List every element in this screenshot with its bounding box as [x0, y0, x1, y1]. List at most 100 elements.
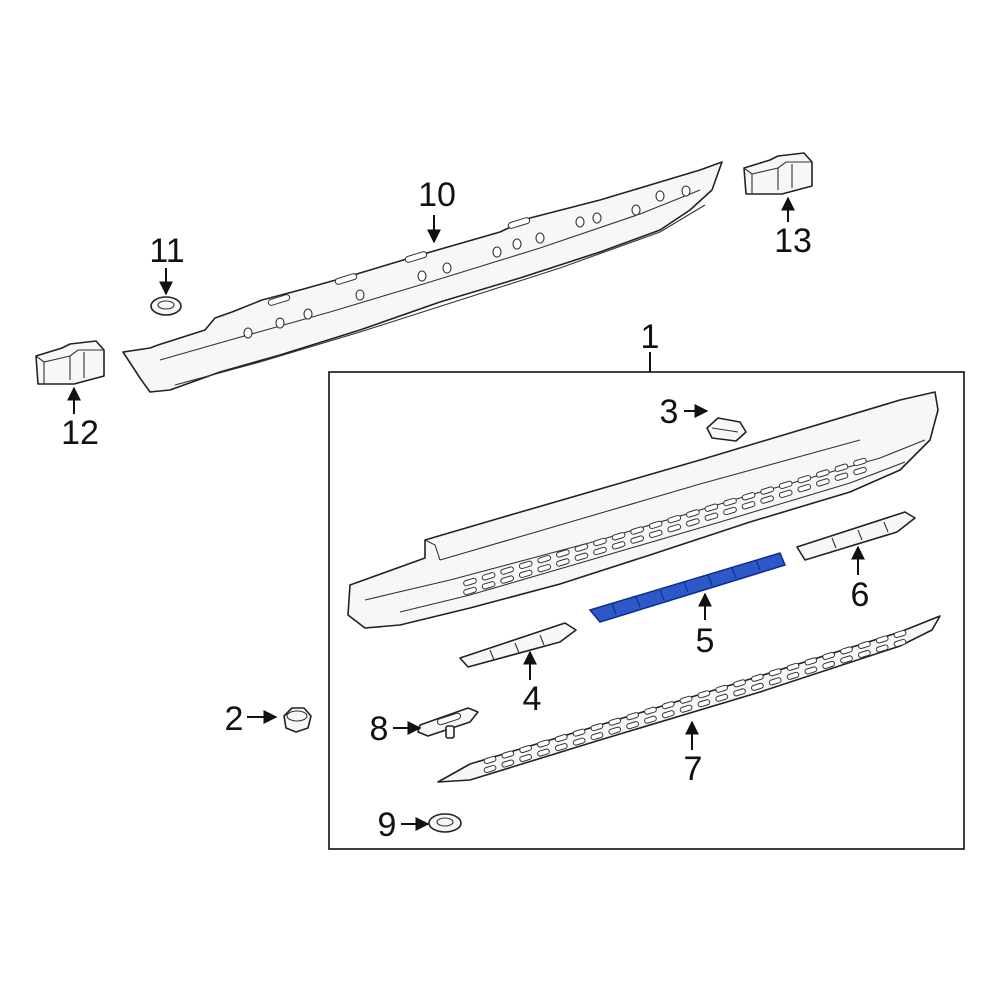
slot [630, 526, 644, 535]
callout-11: 11 [149, 232, 184, 270]
slot [804, 657, 818, 666]
part-2-nut[interactable] [283, 707, 312, 733]
slot [697, 690, 711, 699]
slot [760, 495, 774, 504]
slot [593, 546, 607, 556]
slot [630, 535, 644, 544]
callout-6: 6 [851, 576, 870, 614]
callout-12: 12 [61, 414, 99, 452]
slot [590, 723, 604, 732]
part-1-slot-pattern [463, 457, 867, 596]
slot [893, 629, 907, 639]
slot [593, 537, 607, 547]
slot [733, 679, 746, 688]
slot [875, 644, 889, 653]
part-3-cap[interactable] [706, 417, 747, 442]
slot [608, 726, 622, 735]
slot [483, 755, 497, 765]
slot [556, 558, 570, 567]
part-1-running-board[interactable] [347, 391, 939, 629]
slot [648, 529, 663, 539]
slot [501, 750, 515, 759]
part-5-step-pad[interactable] [588, 552, 787, 623]
slot [778, 480, 793, 490]
slot [686, 518, 700, 527]
part-9-grommet[interactable] [428, 813, 462, 833]
callout-5: 5 [696, 622, 715, 660]
part-10-rocker-bracket[interactable] [122, 161, 723, 393]
slot [537, 739, 550, 748]
part-10-slots [267, 217, 531, 306]
slot [481, 581, 496, 590]
slot [686, 509, 700, 518]
slot [804, 666, 818, 675]
part-12-clip[interactable] [35, 340, 105, 385]
slot [840, 655, 853, 664]
part-8-pin-clip[interactable] [417, 707, 479, 739]
part-10-holes [243, 185, 691, 339]
slot [778, 489, 793, 499]
slot [797, 474, 812, 484]
slot [853, 457, 867, 467]
slot [481, 572, 496, 581]
slot [463, 577, 477, 587]
slot [500, 575, 514, 584]
slot [816, 469, 830, 478]
callout-13: 13 [774, 222, 812, 260]
slot [853, 466, 867, 476]
slot [667, 523, 682, 533]
callout-4: 4 [523, 680, 542, 718]
callout-1: 1 [641, 318, 660, 356]
slot [741, 501, 756, 510]
slot [500, 566, 514, 575]
callout-9: 9 [378, 806, 397, 844]
slot [786, 662, 800, 671]
callout-3: 3 [660, 393, 679, 431]
slot [611, 541, 626, 550]
slot [554, 734, 568, 743]
part-13-clip[interactable] [743, 152, 813, 195]
slot [537, 748, 550, 757]
slot [733, 688, 746, 697]
slot [574, 552, 589, 561]
slot [644, 706, 657, 715]
slot [768, 677, 782, 686]
slot [715, 693, 729, 702]
callout-10: 10 [418, 176, 456, 214]
slot [554, 743, 568, 752]
slot [741, 492, 756, 501]
slot [786, 671, 800, 680]
callout-2: 2 [225, 700, 244, 738]
callout-8: 8 [370, 710, 389, 748]
slot [875, 635, 889, 644]
part-6-step-pad[interactable] [796, 511, 916, 561]
slot [679, 704, 693, 713]
callout-7: 7 [684, 750, 703, 788]
slot [537, 563, 552, 573]
slot [537, 554, 552, 564]
slot [723, 497, 737, 507]
slot [572, 737, 586, 746]
slot [723, 506, 737, 516]
slot [667, 514, 682, 524]
slot [751, 682, 764, 691]
slot [626, 721, 639, 730]
part-11-grommet[interactable] [150, 296, 182, 316]
part-4-step-pad[interactable] [459, 622, 577, 668]
slot [751, 673, 764, 682]
slot [519, 754, 532, 763]
slot [893, 638, 907, 648]
slot [463, 586, 477, 596]
slot [697, 699, 711, 708]
slot [715, 684, 729, 693]
slot [661, 701, 675, 710]
slot [840, 646, 853, 655]
slot [760, 486, 774, 495]
slot [518, 569, 533, 579]
slot [816, 478, 830, 487]
slot [704, 512, 719, 521]
slot [590, 732, 604, 741]
part-7-slot-pattern [483, 629, 907, 774]
slot [768, 668, 782, 677]
